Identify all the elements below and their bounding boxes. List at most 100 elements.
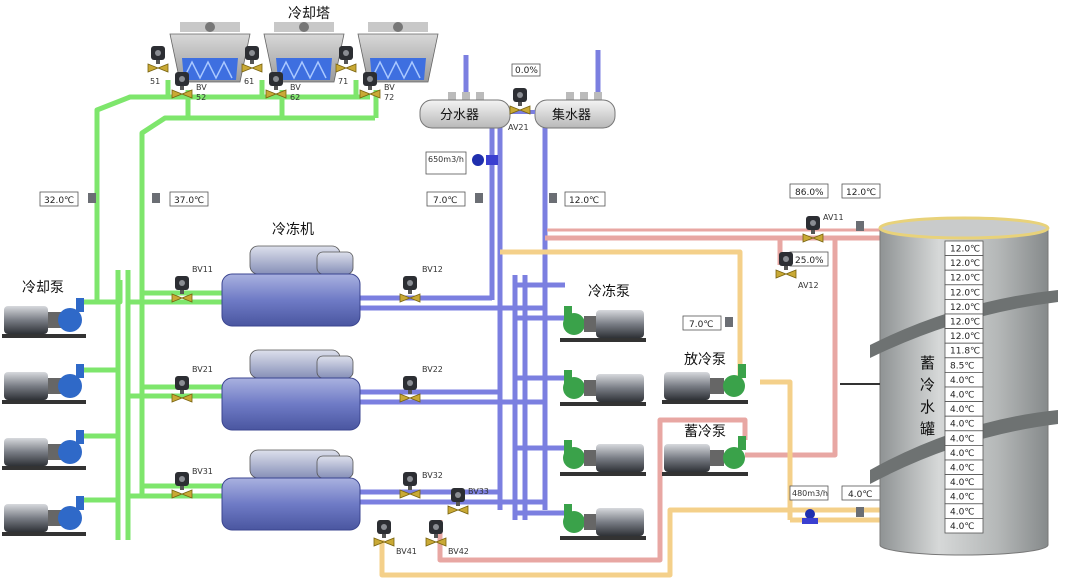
chilled-pump-3[interactable]: [560, 440, 646, 476]
svg-text:BV41: BV41: [396, 547, 417, 556]
tank-temp-value: 12.0℃: [950, 332, 980, 342]
svg-text:51: 51: [150, 77, 160, 86]
tower-valve-bv72[interactable]: BV 72: [359, 71, 395, 102]
svg-text:72: 72: [384, 93, 394, 102]
chw-supply-box: [426, 191, 466, 207]
cooling-pump-1[interactable]: [2, 298, 86, 338]
valve-bv33[interactable]: BV33: [447, 487, 489, 515]
svg-text:AV11: AV11: [823, 213, 844, 222]
cooling-tower-label: 冷却塔: [288, 6, 330, 22]
tank-temp-value: 4.0℃: [950, 464, 974, 474]
av12-readout: 25.0%: [795, 256, 824, 266]
tank-temp-value: 12.0℃: [950, 288, 980, 298]
av11-readout: 86.0%: [795, 188, 824, 198]
discharge-pump-label: 放冷泵: [684, 352, 726, 368]
valve-bv31[interactable]: BV31: [171, 467, 213, 499]
svg-text:52: 52: [196, 93, 206, 102]
chilled-water-pipes: [355, 50, 601, 520]
chiller-3: [221, 449, 361, 531]
tank-temp-value: 4.0℃: [950, 391, 974, 401]
discharge-pump[interactable]: [662, 364, 748, 404]
storage-pump-label: 蓄冷泵: [684, 424, 726, 440]
valve-av12[interactable]: AV12: [775, 251, 819, 290]
svg-text:BV33: BV33: [468, 487, 489, 496]
tank-temperature-list: 12.0℃12.0℃12.0℃12.0℃12.0℃12.0℃12.0℃11.8℃…: [944, 240, 984, 534]
tank-temp-cell: [944, 518, 984, 534]
tank-temp-value: 4.0℃: [950, 449, 974, 459]
cooling-pump-3[interactable]: [2, 430, 86, 470]
svg-text:BV12: BV12: [422, 265, 443, 274]
tank-label: 蓄 冷 水 罐: [920, 354, 935, 438]
cooling-pump-4[interactable]: [2, 496, 86, 536]
tank-temp-value: 12.0℃: [950, 274, 980, 284]
av11-readout-box: [789, 183, 829, 199]
svg-text:BV22: BV22: [422, 365, 443, 374]
tank-temp-value: 12.0℃: [950, 245, 980, 255]
tank-label-char-4: 罐: [920, 420, 935, 438]
valve-av11[interactable]: AV11: [802, 213, 844, 243]
tank-temp-value: 12.0℃: [950, 318, 980, 328]
tower-valve-bv52[interactable]: BV 52: [171, 71, 207, 102]
valve-bv32[interactable]: BV32: [399, 471, 443, 499]
flow-meter-top: [472, 154, 498, 166]
valve-bv41[interactable]: BV41: [373, 519, 417, 556]
svg-text:BV: BV: [196, 83, 207, 92]
svg-text:BV31: BV31: [192, 467, 213, 476]
svg-text:71: 71: [338, 77, 348, 86]
chilled-pump-1[interactable]: [560, 306, 646, 342]
svg-text:BV32: BV32: [422, 471, 443, 480]
tank-top-temp: 12.0℃: [846, 188, 876, 198]
tank-temp-value: 12.0℃: [950, 259, 980, 269]
tank-top-temp-box: [841, 183, 881, 199]
warm-water-pipes: [437, 228, 880, 563]
tank-temp-value: 12.0℃: [950, 303, 980, 313]
svg-text:BV21: BV21: [192, 365, 213, 374]
cw-supply-box: [39, 191, 79, 207]
chiller-2: [221, 349, 361, 431]
valve-av21[interactable]: AV21: [508, 87, 531, 132]
svg-text:AV21: AV21: [508, 123, 529, 132]
tower-valve-bv61[interactable]: 61: [241, 45, 263, 86]
flow-meter-bottom: [802, 509, 818, 524]
valve-bv42[interactable]: BV42: [425, 519, 469, 556]
valve-bv11[interactable]: BV11: [171, 265, 213, 303]
tower-valve-bv71[interactable]: 71: [335, 45, 357, 86]
tank-temp-value: 4.0℃: [950, 522, 974, 532]
valve-bv22[interactable]: BV22: [399, 365, 443, 403]
chw-supply-temp: 7.0℃: [433, 196, 457, 206]
tank-temp-value: 4.0℃: [950, 478, 974, 488]
chw-return-box: [564, 191, 606, 207]
valve-bv12[interactable]: BV12: [399, 265, 443, 303]
svg-text:61: 61: [244, 77, 254, 86]
svg-text:BV: BV: [384, 83, 395, 92]
flow-bottom-box: [789, 485, 829, 501]
chilled-pump-2[interactable]: [560, 370, 646, 406]
av21-readout-box: [511, 63, 541, 77]
cw-supply-temp: 32.0℃: [44, 196, 74, 206]
tank-label-char-2: 冷: [920, 376, 935, 394]
tank-temp-value: 4.0℃: [950, 376, 974, 386]
distributor-header: 分水器: [419, 92, 511, 129]
cooling-tower-1: [169, 22, 251, 83]
cooling-pump-2[interactable]: [2, 364, 86, 404]
svg-text:62: 62: [290, 93, 300, 102]
flow-top-readout: 650m3/h: [428, 155, 464, 164]
collector-header: 集水器: [534, 92, 616, 129]
svg-text:BV42: BV42: [448, 547, 469, 556]
chilled-pump-label: 冷冻泵: [588, 283, 630, 300]
tower-valve-bv62[interactable]: BV 62: [265, 71, 301, 102]
storage-pump[interactable]: [662, 436, 748, 476]
chiller-1: [221, 245, 361, 327]
svg-text:AV12: AV12: [798, 281, 819, 290]
cooling-pump-label: 冷却泵: [22, 280, 64, 296]
chilled-pump-4[interactable]: [560, 504, 646, 540]
valve-bv21[interactable]: BV21: [171, 365, 213, 403]
tank-temp-value: 4.0℃: [950, 507, 974, 517]
tower-valve-bv51[interactable]: 51: [147, 45, 169, 86]
chiller-label: 冷冻机: [272, 221, 314, 238]
flow-bottom-readout: 480m3/h: [792, 489, 828, 498]
tank-temp-value: 4.0℃: [950, 493, 974, 503]
cooling-tower-3: [357, 22, 439, 83]
cw-return-temp: 37.0℃: [174, 196, 204, 206]
